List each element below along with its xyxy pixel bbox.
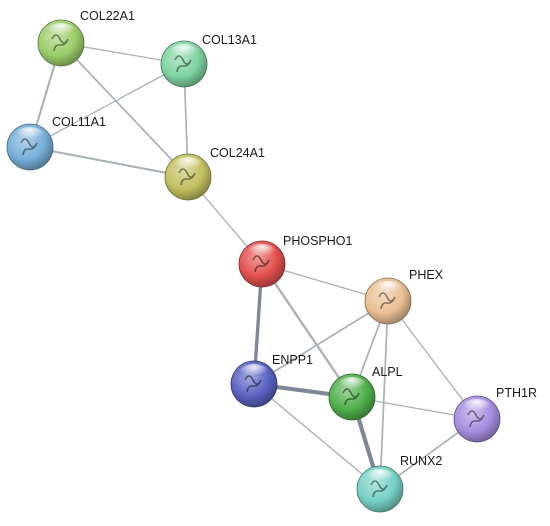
edge-phex-pth1r[interactable] (387, 300, 478, 420)
node-runx2[interactable]: RUNX2 (356, 454, 442, 513)
node-highlight (16, 127, 44, 143)
node-label-col13a1: COL13A1 (202, 33, 257, 47)
node-label-pth1r: PTH1R (496, 386, 537, 400)
node-phex[interactable]: PHEX (364, 268, 444, 325)
edge-col22a1-col24a1[interactable] (60, 42, 189, 178)
node-highlight (174, 157, 202, 173)
edge-phex-enpp1[interactable] (253, 300, 389, 385)
node-col22a1[interactable]: COL22A1 (37, 9, 135, 67)
edge-phospho1-alpl[interactable] (260, 262, 354, 399)
nodes-layer: COL22A1COL13A1COL11A1COL24A1PHOSPHO1PHEX… (6, 9, 537, 513)
node-label-phospho1: PHOSPHO1 (283, 234, 353, 248)
node-highlight (170, 44, 198, 60)
node-highlight (240, 364, 268, 380)
node-label-col11a1: COL11A1 (52, 115, 106, 129)
edge-col13a1-col11a1[interactable] (29, 63, 185, 148)
node-col13a1[interactable]: COL13A1 (160, 33, 257, 88)
node-enpp1[interactable]: ENPP1 (230, 353, 313, 408)
node-col24a1[interactable]: COL24A1 (164, 146, 265, 201)
node-pth1r[interactable]: PTH1R (453, 386, 537, 443)
node-col11a1[interactable]: COL11A1 (6, 115, 106, 171)
edge-enpp1-runx2[interactable] (253, 383, 381, 490)
edge-phex-runx2[interactable] (379, 300, 389, 490)
node-phospho1[interactable]: PHOSPHO1 (238, 234, 353, 288)
node-highlight (366, 469, 394, 485)
node-highlight (338, 377, 366, 393)
node-highlight (374, 281, 402, 297)
node-label-phex: PHEX (409, 268, 444, 282)
edge-col11a1-col24a1[interactable] (28, 145, 190, 179)
node-label-col22a1: COL22A1 (80, 9, 135, 23)
node-label-alpl: ALPL (372, 365, 403, 379)
node-label-runx2: RUNX2 (400, 454, 442, 468)
node-highlight (248, 244, 276, 260)
node-highlight (463, 399, 491, 415)
node-highlight (47, 23, 75, 39)
node-label-col24a1: COL24A1 (210, 146, 265, 160)
node-alpl[interactable]: ALPL (328, 365, 403, 421)
node-label-enpp1: ENPP1 (272, 353, 313, 367)
